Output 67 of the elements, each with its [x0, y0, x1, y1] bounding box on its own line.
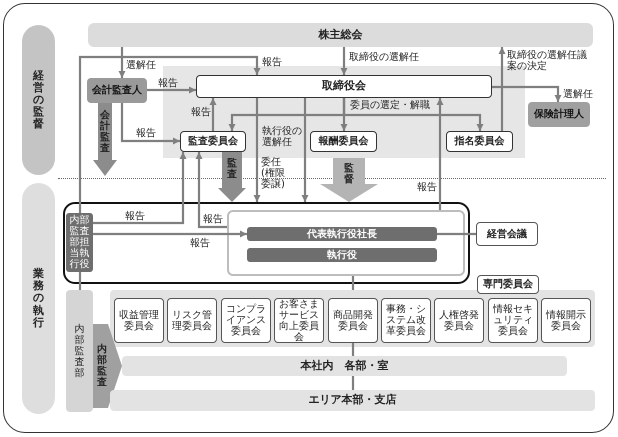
edge-label: 監査	[227, 158, 237, 180]
arrow	[120, 103, 180, 144]
committee-box: リスク管理委員会	[167, 298, 217, 343]
committee-box: 情報開示委員会	[541, 298, 591, 343]
arrow	[93, 230, 247, 238]
arrow	[196, 152, 227, 228]
edge-label: 取締役の選解任	[349, 52, 419, 63]
edge-label: 報告	[136, 128, 156, 139]
edge-label: 報告	[191, 107, 211, 118]
edge-label: 報告	[262, 57, 282, 68]
arrow	[210, 98, 216, 131]
block-arrow	[93, 103, 117, 176]
edge-label: 監督	[344, 163, 354, 185]
section-band: 経営の監督	[22, 25, 55, 175]
edge-label: 委任(権限委譲)	[261, 157, 286, 190]
arrow	[118, 47, 126, 78]
edge-label: 執行役の選解任	[262, 126, 303, 148]
committee-box: 商品開発委員会	[328, 298, 378, 343]
block-arrow	[320, 158, 378, 202]
execution-frame	[63, 202, 470, 284]
edge-label: 報告	[203, 214, 223, 225]
department-band: 内部監査部	[66, 290, 93, 412]
officer-box: 内部監査部担当執行役	[66, 213, 93, 272]
edge-label: 内部監査	[97, 344, 107, 388]
committee-box: 指名委員会	[446, 131, 513, 152]
arrow	[254, 98, 260, 202]
arrow	[436, 98, 444, 210]
meeting-box: 経営会議	[476, 222, 538, 246]
arrow	[492, 86, 562, 102]
committee-box: 監査委員会	[180, 131, 246, 152]
edge-label: 報告	[158, 78, 178, 89]
edge-label: 報告	[190, 238, 210, 249]
committee-box: お客さまサービス向上委員会	[274, 298, 324, 343]
arrow	[147, 86, 196, 94]
edge-label: 会計監査	[100, 110, 110, 154]
board-box: 取締役会	[196, 75, 492, 98]
arrow	[93, 152, 186, 224]
edge-label: 取締役の選解任議案の決定	[507, 50, 588, 72]
section-band: 業務の執行	[22, 183, 55, 414]
block-arrow	[93, 324, 122, 408]
arrow	[340, 47, 348, 75]
edge-label: 委員の選定・解職	[350, 100, 430, 111]
panel-background	[110, 290, 595, 347]
auditor-box: 会計監査人	[87, 78, 147, 103]
committee-box: 事務・システム改革委員会	[381, 298, 431, 343]
committee-box: 人権啓発委員会	[434, 298, 484, 343]
arrow	[498, 47, 506, 131]
edge-label: 報告	[417, 182, 437, 193]
meeting-band: 株主総会	[88, 23, 593, 47]
arrow	[302, 98, 308, 202]
edge-label: 選解任	[563, 89, 593, 100]
officer-bar: 執行役	[247, 248, 437, 262]
department-band: 本社内 各部・室	[122, 356, 567, 376]
branch-band: エリア本部・支店	[110, 390, 595, 411]
panel-frame	[227, 210, 465, 276]
committee-box: 情報セキュリティ委員会	[488, 298, 538, 343]
committee-box: 収益管理委員会	[114, 298, 164, 343]
committee-box: コンプライアンス委員会	[221, 298, 271, 343]
arrow	[78, 56, 260, 213]
arrow	[342, 98, 484, 131]
committee-box: 報酬委員会	[310, 131, 377, 152]
block-arrow	[218, 152, 246, 202]
officer-bar: 代表執行役社長	[247, 227, 437, 241]
edge-label: 選解任	[126, 60, 156, 71]
group-label-box: 専門委員会	[477, 275, 539, 294]
actuary-box: 保険計理人	[528, 102, 590, 127]
edge-label: 報告	[125, 211, 145, 222]
